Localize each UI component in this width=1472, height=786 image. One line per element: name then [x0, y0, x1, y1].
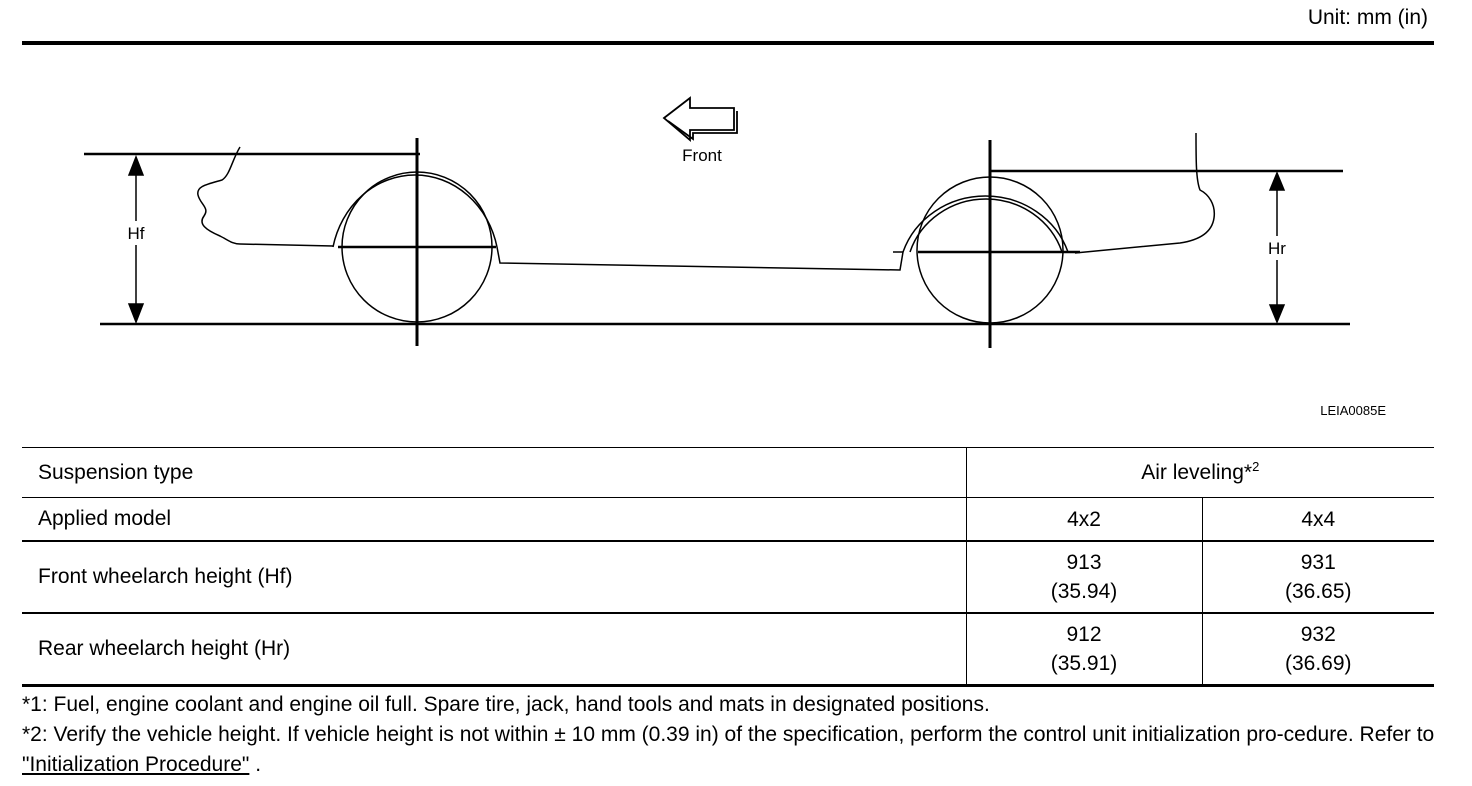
- front-label: Front: [682, 146, 722, 165]
- top-rule: [22, 41, 1434, 45]
- hr-dimension-arrow: [1268, 171, 1286, 324]
- front-height-4x2: 913 (35.94): [965, 541, 1203, 614]
- vehicle-height-table: Suspension type Air leveling*2 Applied m…: [22, 447, 1434, 687]
- footnote-2-end: .: [249, 753, 262, 776]
- table-row-suspension-type: Suspension type Air leveling*2: [22, 447, 1434, 498]
- suspension-type-value: Air leveling*2: [965, 447, 1434, 498]
- suspension-type-text: Air leveling*: [1141, 461, 1253, 484]
- footnote-2-text: *2: Verify the vehicle height. If vehicl…: [22, 723, 1435, 746]
- front-height-label: Front wheelarch height (Hf): [22, 541, 967, 614]
- value-mm: 912: [1066, 623, 1102, 646]
- hf-dimension-arrow: [127, 154, 145, 325]
- value-mm: 931: [1300, 551, 1336, 574]
- rear-height-4x4: 932 (36.69): [1201, 613, 1434, 687]
- table-row-front-height: Front wheelarch height (Hf) 913 (35.94) …: [22, 541, 1434, 614]
- front-height-4x4: 931 (36.65): [1201, 541, 1434, 614]
- value-mm: 932: [1300, 623, 1336, 646]
- unit-label: Unit: mm (in): [1307, 6, 1428, 29]
- hr-label: Hr: [1268, 239, 1286, 258]
- model-4x2: 4x2: [965, 497, 1203, 542]
- suspension-type-footnote: 2: [1252, 459, 1260, 474]
- table-row-applied-model: Applied model 4x2 4x4: [22, 497, 1434, 542]
- rear-height-4x2: 912 (35.91): [965, 613, 1203, 687]
- suspension-type-label: Suspension type: [22, 447, 967, 498]
- model-4x4: 4x4: [1201, 497, 1434, 542]
- hf-label: Hf: [128, 224, 145, 243]
- rear-height-label: Rear wheelarch height (Hr): [22, 613, 967, 687]
- applied-model-label: Applied model: [22, 497, 967, 542]
- value-in: (36.69): [1284, 652, 1352, 675]
- vehicle-height-diagram: Front Hf Hr LEIA0085E: [84, 96, 1386, 418]
- rear-wheel: [902, 140, 1080, 348]
- footnotes: *1: Fuel, engine coolant and engine oil …: [22, 690, 1438, 780]
- value-in: (35.91): [1050, 652, 1118, 675]
- footnote-2: *2: Verify the vehicle height. If vehicl…: [22, 720, 1438, 780]
- figure-code: LEIA0085E: [1320, 403, 1386, 418]
- value-in: (36.65): [1284, 580, 1352, 603]
- value-in: (35.94): [1050, 580, 1118, 603]
- table-row-rear-height: Rear wheelarch height (Hr) 912 (35.91) 9…: [22, 613, 1434, 687]
- initialization-procedure-link[interactable]: "Initialization Procedure": [22, 753, 250, 776]
- front-wheel: [332, 138, 498, 346]
- front-direction-arrow: [662, 96, 738, 142]
- footnote-1: *1: Fuel, engine coolant and engine oil …: [22, 693, 990, 716]
- vehicle-body-outline: [197, 132, 1216, 271]
- value-mm: 913: [1066, 551, 1102, 574]
